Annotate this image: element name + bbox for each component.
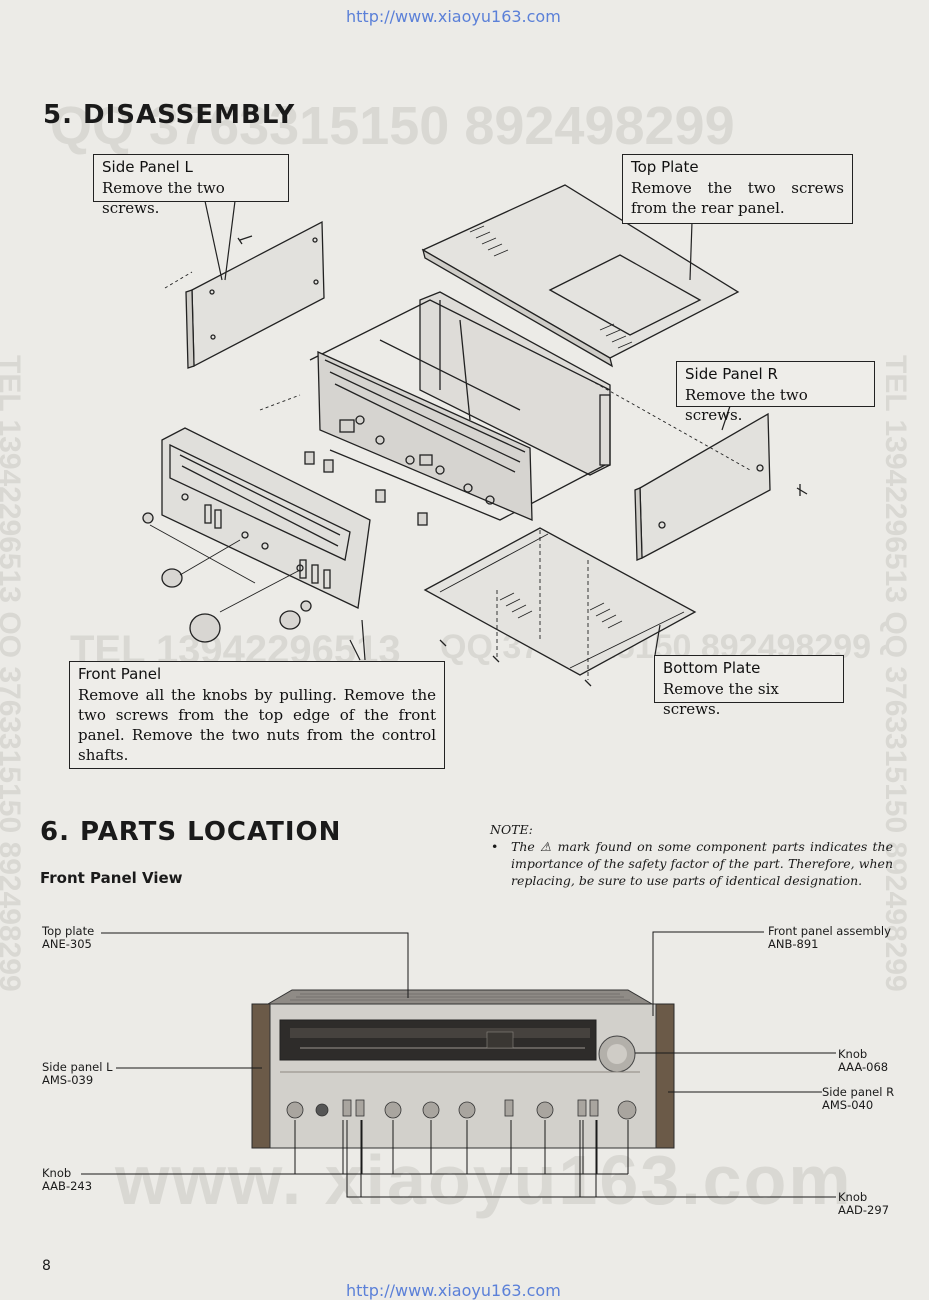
label-knob-aaa-part: AAA-068 [838,1060,889,1074]
section-6-title: 6. PARTS LOCATION [40,817,342,847]
callout-side-panel-l: Side Panel L Remove the two screws. [93,154,289,217]
top-plate-part [421,184,740,368]
side-panel-r-part [589,379,808,561]
label-front-panel-assembly: Front panel assembly ANB-891 [768,925,891,951]
callout-bottom-plate-title: Bottom Plate [663,659,761,677]
watermark-qq-top: QQ 3763315150 892498299 [50,96,735,156]
callout-front-panel-title: Front Panel [78,665,162,683]
callout-top-plate: Top Plate Remove the two screws from the… [622,154,853,224]
label-side-panel-r: Side panel R AMS-040 [822,1086,894,1112]
label-front-panel-assembly-name: Front panel assembly [768,924,891,938]
callout-top-plate-body: Remove the two screws from the rear pane… [631,179,844,217]
label-knob-aab: Knob AAB-243 [42,1167,92,1193]
callout-bottom-plate-body: Remove the six screws. [663,680,779,718]
label-knob-aad: Knob AAD-297 [838,1191,889,1217]
callout-front-panel-body: Remove all the knobs by pulling. Remove … [78,686,436,764]
front-panel-view-subtitle: Front Panel View [40,869,183,887]
label-top-plate: Top plate ANE-305 [42,925,94,951]
note-label: NOTE: [490,822,533,837]
watermark-www: www. xiaoyu163.com [115,1141,853,1219]
bottom-plate-part [423,527,697,687]
front-panel-part [161,427,371,609]
label-knob-aad-name: Knob [838,1190,868,1204]
label-knob-aaa-name: Knob [838,1047,868,1061]
label-side-panel-l-part: AMS-039 [42,1073,94,1087]
callout-side-panel-l-title: Side Panel L [102,158,193,176]
label-knob-aab-name: Knob [42,1166,72,1180]
callout-side-panel-r: Side Panel R Remove the two screws. [676,361,875,424]
note-bullet: • [491,839,499,854]
label-knob-aad-part: AAD-297 [838,1203,890,1217]
label-side-panel-r-part: AMS-040 [822,1098,874,1112]
callout-bottom-plate: Bottom Plate Remove the six screws. [654,655,844,718]
label-top-plate-part: ANE-305 [42,937,92,951]
page-number: 8 [42,1258,51,1274]
watermark-vertical-right: TEL 13942296513 QQ 3763315150 892498299 [879,355,912,992]
receiver-front-view [81,931,836,1198]
header-url-link[interactable]: http://www.xiaoyu163.com [346,7,561,26]
watermark-vertical-left: TEL 13942296513 QQ 3763315150 892498299 [0,355,26,992]
callout-top-plate-title: Top Plate [631,158,699,176]
side-panel-l-part [164,220,325,411]
tuner-block-part [317,350,533,521]
label-front-panel-assembly-part: ANB-891 [768,937,819,951]
label-knob-aab-part: AAB-243 [42,1179,93,1193]
callout-side-panel-r-body: Remove the two screws. [685,386,808,424]
label-top-plate-name: Top plate [42,924,95,938]
label-side-panel-r-name: Side panel R [822,1085,895,1099]
section-5-title: 5. DISASSEMBLY [43,100,296,130]
footer-url-link[interactable]: http://www.xiaoyu163.com [346,1281,561,1300]
label-knob-aaa: Knob AAA-068 [838,1048,888,1074]
callout-side-panel-r-title: Side Panel R [685,365,778,383]
disassembly-diagram [142,184,808,687]
knobs-part [142,451,428,643]
label-side-panel-l-name: Side panel L [42,1060,113,1074]
callout-side-panel-l-body: Remove the two screws. [102,179,225,217]
callout-front-panel: Front Panel Remove all the knobs by pull… [69,661,445,769]
note-text: The ⚠ mark found on some component parts… [511,839,893,888]
leader-lines [204,200,731,661]
chassis-part [309,291,611,521]
label-side-panel-l: Side panel L AMS-039 [42,1061,113,1087]
